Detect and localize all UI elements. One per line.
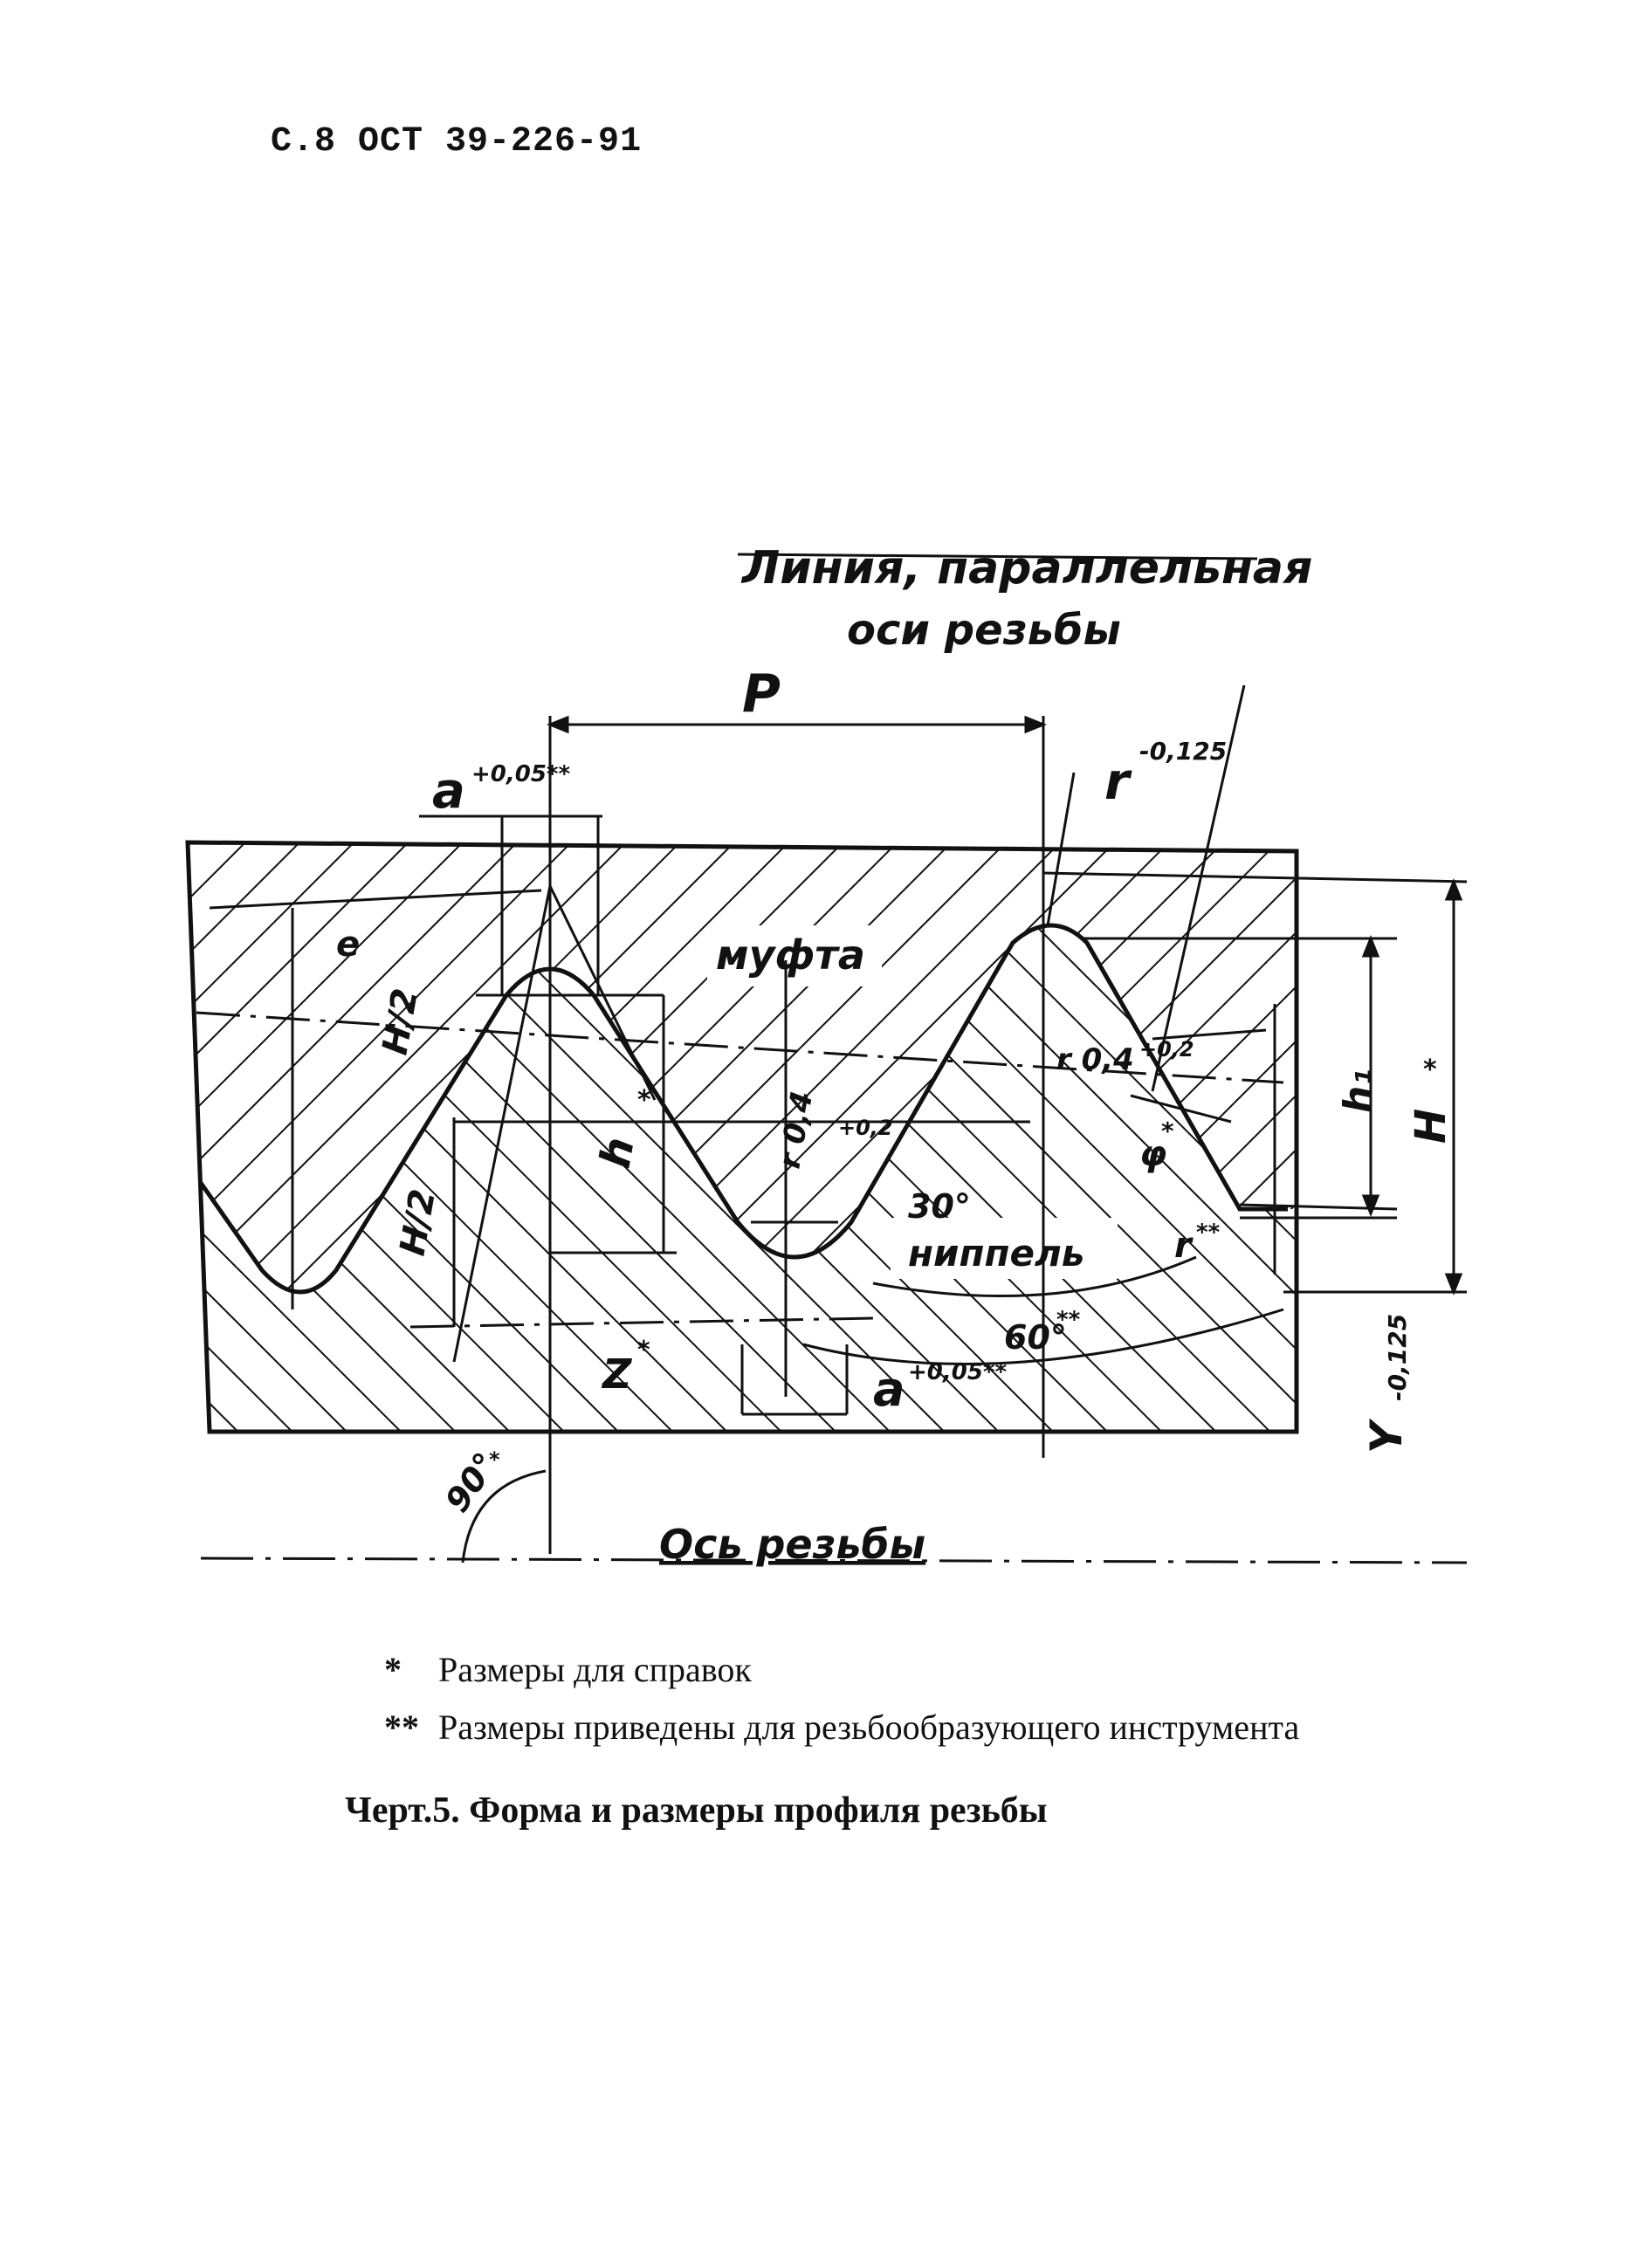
callout-line2: оси резьбы [847, 606, 1121, 655]
z-star-label: Z [601, 1350, 633, 1398]
thread-profile-line [198, 923, 1288, 1295]
footnotes: * Размеры для справок ** Размеры приведены… [384, 1641, 1299, 1756]
footnote-mark: * [384, 1650, 402, 1689]
r04-right-tolerance: +0,2 [1139, 1037, 1194, 1062]
y-tolerance-value: -0,125 [1383, 1314, 1412, 1401]
a-top-tolerance: +0,05** [471, 761, 571, 787]
z-star-mark: * [637, 1335, 650, 1364]
coupling-label: муфта [716, 931, 865, 979]
footnote-reference: * Размеры для справок [384, 1641, 1299, 1699]
figure-caption: Черт.5. Форма и размеры профиля резьбы [345, 1790, 1048, 1831]
H-star-mark: * [1423, 1055, 1437, 1085]
angle-90-mark: * [489, 1447, 500, 1472]
a-bottom-tolerance: +0,05** [908, 1359, 1008, 1385]
r-star-mark: ** [1196, 1220, 1221, 1246]
y-tolerance-label: Y [1361, 1418, 1412, 1454]
H-star-label: H [1407, 1109, 1455, 1144]
r04-left-tolerance: +0,2 [838, 1116, 893, 1140]
e-label: e [336, 924, 360, 965]
callout-line1: Линия, параллельная [740, 542, 1312, 594]
nipple-label: ниппель [908, 1232, 1084, 1275]
phi-mark: * [1161, 1117, 1174, 1145]
pitch-label: P [742, 663, 781, 725]
footnote-tool: ** Размеры приведены для резьбообразующег… [384, 1699, 1299, 1756]
section-outline [185, 840, 1299, 1434]
phi-label: φ [1139, 1134, 1166, 1174]
h-star-mark: * [637, 1085, 651, 1116]
h1-label: h₁ [1336, 1069, 1380, 1113]
r-star-label: r [1174, 1226, 1194, 1266]
r-top-tolerance: -0,125 [1139, 737, 1227, 766]
r-top-label: r [1104, 752, 1132, 811]
angle-60-label: 60° [1004, 1318, 1067, 1357]
coupling-section [188, 842, 1297, 1292]
footnote-text: Размеры приведены для резьбообразующего … [438, 1708, 1300, 1747]
a-bottom-label: a [873, 1362, 905, 1417]
a-top-label: a [432, 763, 465, 820]
footnote-text: Размеры для справок [438, 1650, 752, 1689]
page-header: С.8 ОСТ 39-226-91 [271, 122, 643, 162]
r04-right-label: r 0,4 [1056, 1042, 1134, 1077]
thread-axis-label: Ось резьбы [659, 1521, 925, 1568]
footnote-mark: ** [384, 1708, 419, 1747]
angle-60-mark: ** [1056, 1307, 1081, 1333]
angle-30-label: 30° [908, 1187, 971, 1226]
